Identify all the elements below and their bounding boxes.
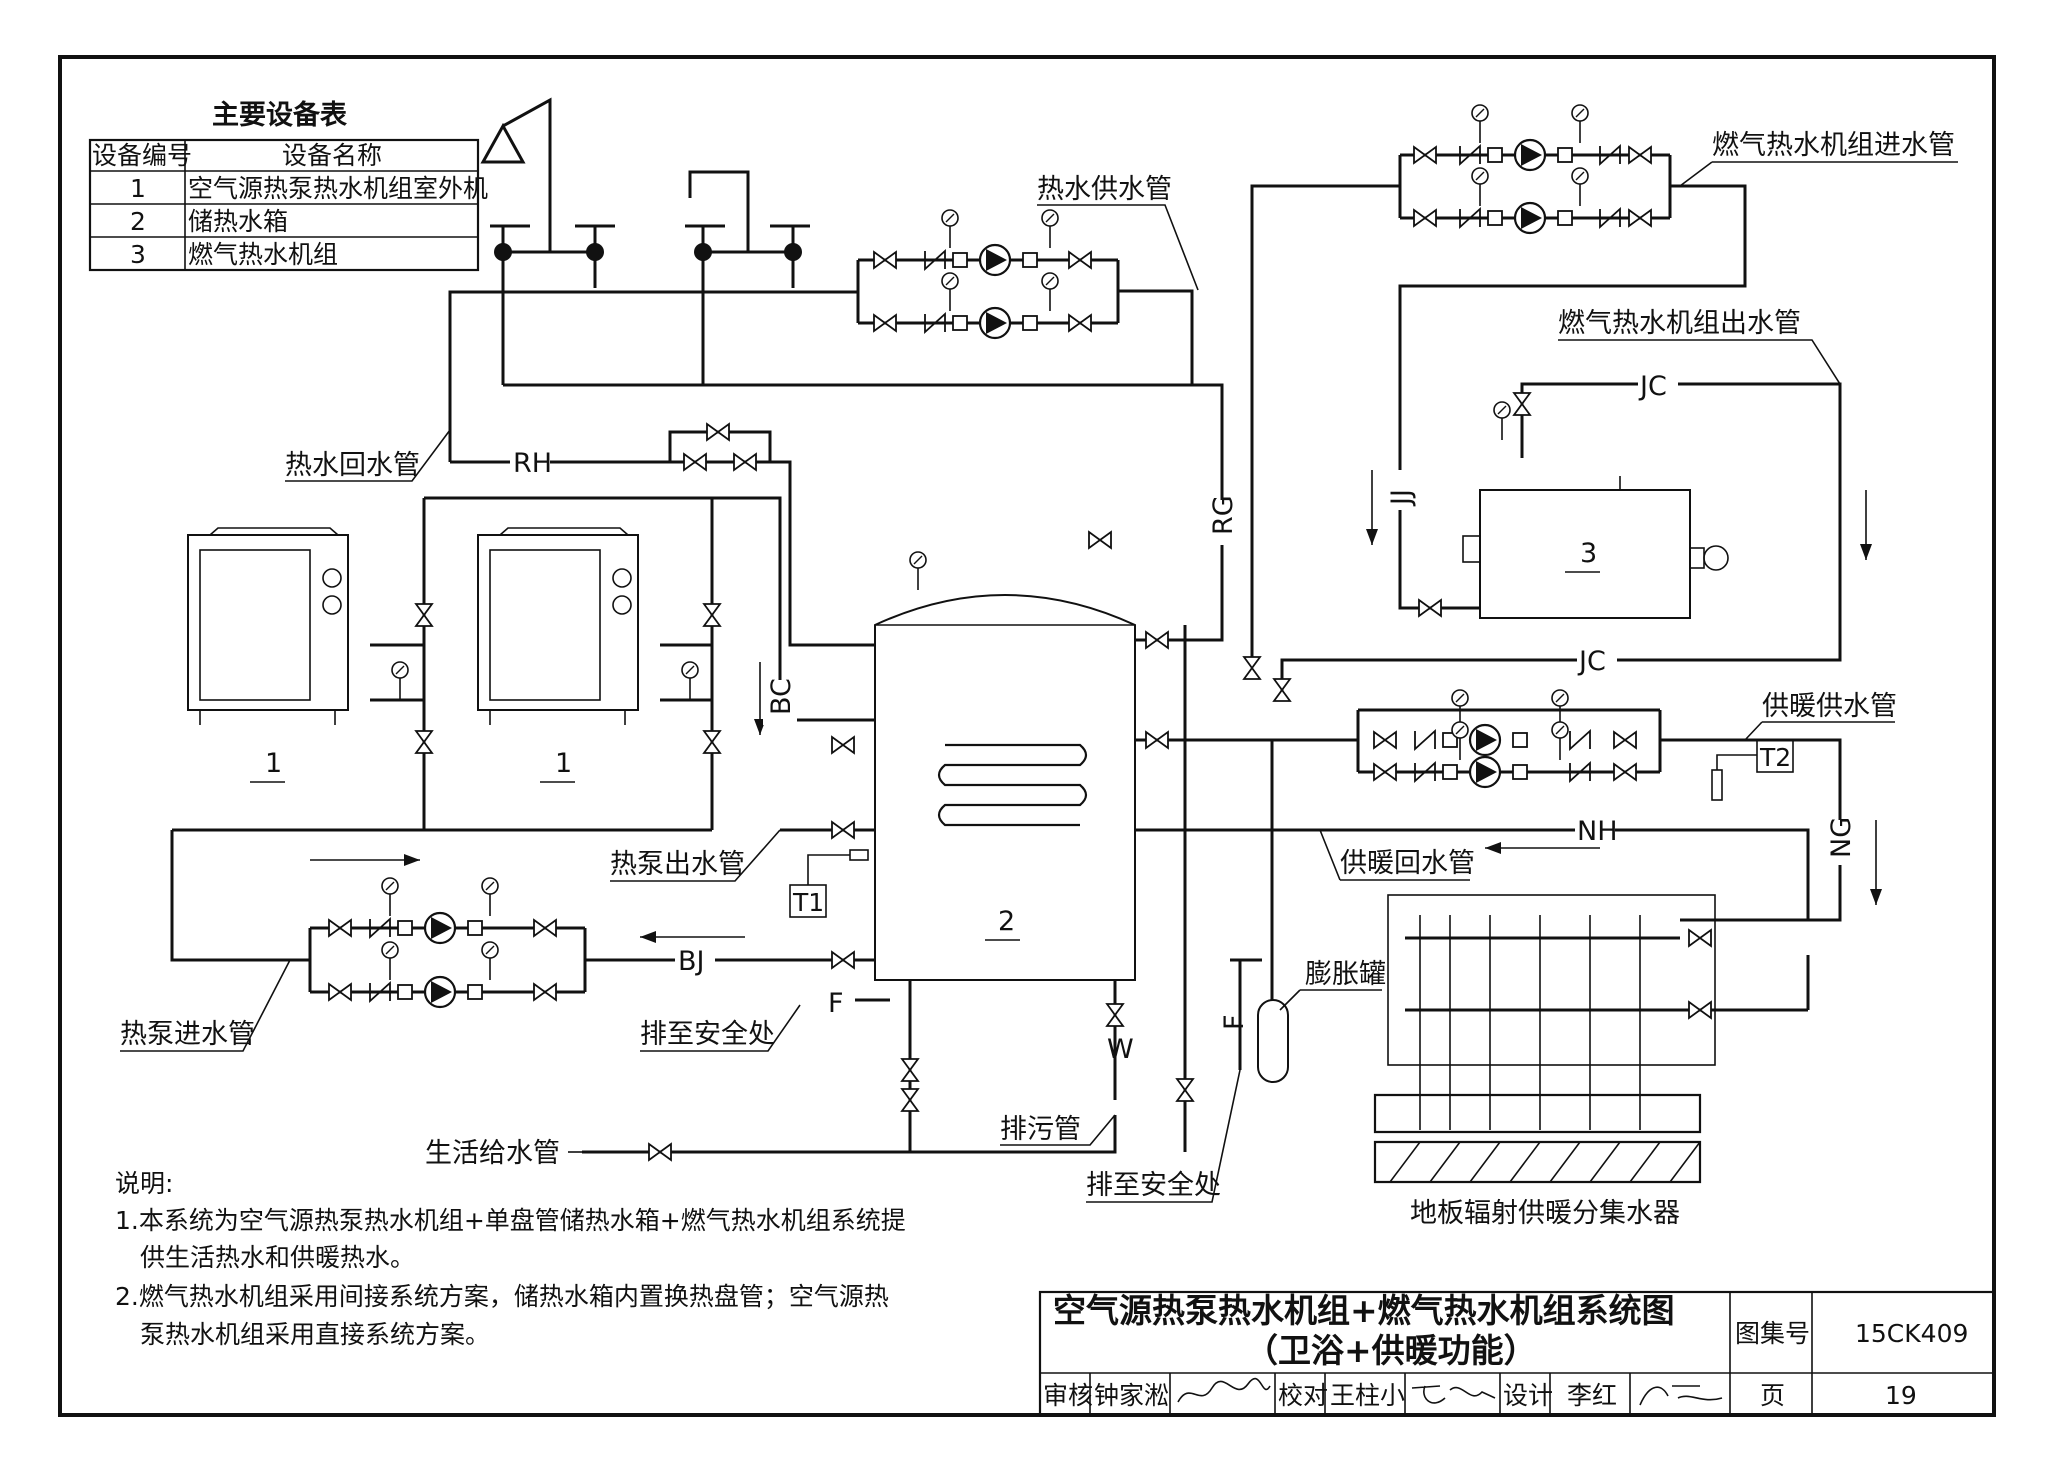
code-nh: NH xyxy=(1577,816,1618,847)
check-label: 校对 xyxy=(1278,1381,1328,1410)
code-jc-bottom: JC xyxy=(1577,646,1606,677)
notes: 说明: 1.本系统为空气源热泵热水机组+单盘管储热水箱+燃气热水机组系统提 供生… xyxy=(115,1169,906,1349)
equipment-no-3: 3 xyxy=(130,240,146,269)
page-label: 页 xyxy=(1760,1381,1785,1410)
code-f1: F xyxy=(828,988,844,1019)
code-rh: RH xyxy=(513,448,552,479)
review-label: 审核 xyxy=(1043,1381,1093,1410)
designer-name: 李红 xyxy=(1567,1381,1617,1410)
atlas-number: 15CK409 xyxy=(1855,1319,1968,1348)
tank-tag: 2 xyxy=(998,906,1015,937)
pipe-codes: RH RG BC BJ JJ JC JC NG NH F F W xyxy=(510,370,1857,1065)
code-w: W xyxy=(1107,1034,1134,1065)
t1-label: T1 xyxy=(792,888,824,917)
designer-signature xyxy=(1639,1385,1723,1406)
equipment-name-2: 储热水箱 xyxy=(188,207,288,236)
atlas-label: 图集号 xyxy=(1735,1319,1810,1348)
title-block: 空气源热泵热水机组+燃气热水机组系统图 （卫浴+供暖功能） 图集号 15CK40… xyxy=(1038,1290,1996,1417)
label-hp-in: 热泵进水管 xyxy=(120,1019,255,1050)
label-sewage: 排污管 xyxy=(1000,1114,1081,1145)
drawing-frame xyxy=(58,55,1996,1417)
note-2-line-1: 2.燃气热水机组采用间接系统方案，储热水箱内置换热盘管；空气源热 xyxy=(115,1282,889,1311)
hp2-tag: 1 xyxy=(555,748,572,779)
note-1-line-2: 供生活热水和供暖热水。 xyxy=(140,1243,415,1272)
equipment-no-2: 2 xyxy=(130,207,146,236)
label-gas-out: 燃气热水机组出水管 xyxy=(1558,308,1801,339)
equipment-name-1: 空气源热泵热水机组室外机 xyxy=(188,174,488,203)
notes-heading: 说明: xyxy=(115,1169,173,1198)
floor-manifold xyxy=(1373,894,1716,1184)
note-2-line-2: 泵热水机组采用直接系统方案。 xyxy=(140,1320,490,1349)
shower-fixtures xyxy=(480,97,810,288)
code-bj: BJ xyxy=(678,946,705,977)
equipment-table-title: 主要设备表 xyxy=(212,100,347,131)
col-header-name: 设备名称 xyxy=(282,141,382,170)
label-manifold: 地板辐射供暖分集水器 xyxy=(1410,1198,1680,1229)
label-drain-safe-2: 排至安全处 xyxy=(1086,1170,1221,1201)
drawing-title-line-1: 空气源热泵热水机组+燃气热水机组系统图 xyxy=(1053,1291,1675,1330)
code-bc: BC xyxy=(766,678,797,715)
drawing-title-line-2: （卫浴+供暖功能） xyxy=(1245,1331,1537,1370)
t2-label: T2 xyxy=(1759,743,1791,772)
label-gas-in: 燃气热水机组进水管 xyxy=(1712,130,1955,161)
label-drain-safe-1: 排至安全处 xyxy=(640,1019,775,1050)
equipment-table: 主要设备表 设备编号 设备名称 1 空气源热泵热水机组室外机 2 储热水箱 3 … xyxy=(88,100,488,272)
storage-tank: 2 xyxy=(874,551,1136,981)
code-rg: RG xyxy=(1208,495,1239,535)
piping xyxy=(170,153,1842,1154)
code-jj: JJ xyxy=(1386,489,1417,507)
reviewer-name: 钟家淞 xyxy=(1094,1381,1169,1410)
gas-boiler: 3 xyxy=(1462,476,1729,619)
boiler-tag: 3 xyxy=(1580,538,1597,569)
label-expansion: 膨胀罐 xyxy=(1305,959,1386,990)
equipment-no-1: 1 xyxy=(130,174,146,203)
label-domestic: 生活给水管 xyxy=(425,1138,560,1169)
note-1-line-1: 1.本系统为空气源热泵热水机组+单盘管储热水箱+燃气热水机组系统提 xyxy=(115,1206,906,1235)
flow-arrows xyxy=(310,470,1882,943)
checker-signature xyxy=(1411,1385,1496,1404)
heat-pump-unit-1: 1 xyxy=(187,527,349,783)
sensor-t2: T2 xyxy=(1716,739,1794,773)
design-label: 设计 xyxy=(1503,1381,1553,1410)
code-f2: F xyxy=(1219,1014,1250,1030)
expansion-tank xyxy=(1230,958,1289,1083)
label-hot-return: 热水回水管 xyxy=(285,450,420,481)
reviewer-signature xyxy=(1177,1377,1271,1403)
page-number: 19 xyxy=(1885,1381,1917,1410)
heat-pump-unit-2: 1 xyxy=(477,527,639,783)
hp1-tag: 1 xyxy=(265,748,282,779)
pipe-labels: 热水供水管 热水回水管 燃气热水机组进水管 燃气热水机组出水管 热泵出水管 热泵… xyxy=(120,130,1958,1229)
code-ng: NG xyxy=(1826,817,1857,858)
label-hot-supply: 热水供水管 xyxy=(1037,174,1172,205)
col-header-no: 设备编号 xyxy=(92,141,192,170)
label-heat-return: 供暖回水管 xyxy=(1340,848,1475,879)
sensor-t1: T1 xyxy=(789,854,850,918)
code-jc-top: JC xyxy=(1638,371,1667,402)
equipment-name-3: 燃气热水机组 xyxy=(188,240,338,269)
label-heat-supply: 供暖供水管 xyxy=(1762,691,1897,722)
label-hp-out: 热泵出水管 xyxy=(610,849,745,880)
checker-name: 王柱小 xyxy=(1330,1381,1405,1410)
